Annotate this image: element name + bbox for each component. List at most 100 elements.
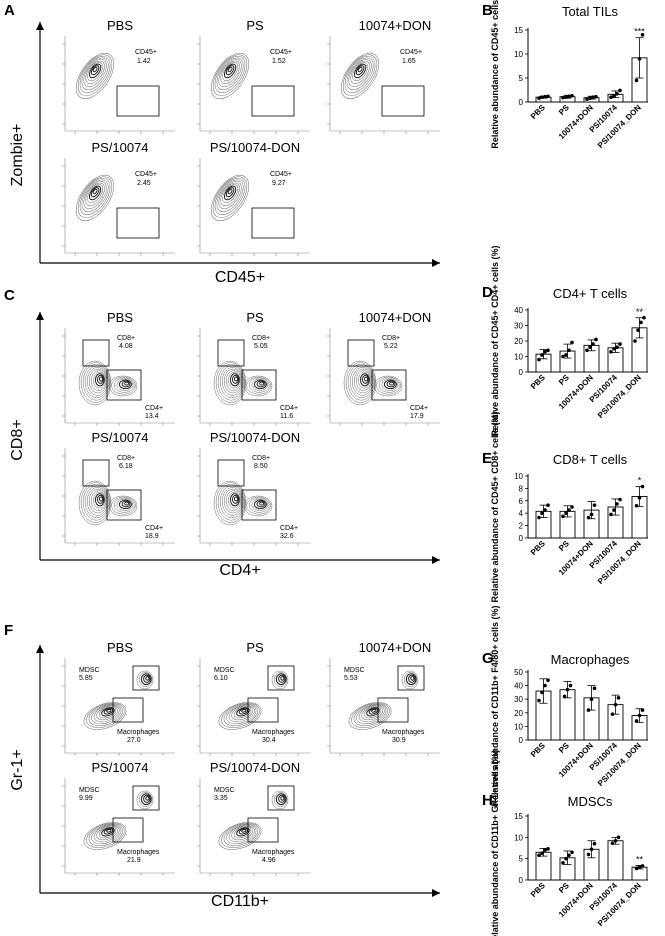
density-contour <box>78 480 112 526</box>
density-contour <box>83 822 127 850</box>
data-point <box>613 702 618 707</box>
density-contour <box>218 702 262 730</box>
y-tick-label: 0 <box>519 98 524 107</box>
data-point <box>537 853 541 858</box>
flow-plot-title: 10074+DON <box>359 18 432 33</box>
density-contour <box>91 370 107 391</box>
x-axis-label: CD45+ <box>215 269 265 286</box>
category-label: PS <box>557 103 571 117</box>
data-point <box>585 97 589 101</box>
flow-plot-title: PBS <box>107 18 133 33</box>
data-point <box>543 350 547 354</box>
data-point <box>640 33 645 37</box>
density-contour <box>75 174 115 222</box>
density-contour <box>361 706 383 721</box>
data-point <box>561 861 565 865</box>
data-point <box>609 95 613 99</box>
density-contour <box>357 66 363 73</box>
density-contour <box>344 56 376 94</box>
data-point <box>586 515 591 520</box>
density-contour <box>348 59 372 88</box>
density-contour <box>350 60 370 85</box>
data-point <box>589 847 594 852</box>
density-contour <box>111 376 136 395</box>
gate-value: 5.53 <box>344 675 358 682</box>
gate-label: Macrophages <box>252 849 295 856</box>
data-point <box>537 357 541 362</box>
gate-value: 6.18 <box>119 463 133 470</box>
density-contour <box>223 703 258 726</box>
gate-value: 18.9 <box>145 533 159 540</box>
density-contour <box>248 497 270 513</box>
density-contour <box>259 381 265 386</box>
y-tick-label: 0 <box>519 534 524 543</box>
density-contour <box>376 376 401 395</box>
density-contour <box>225 187 235 198</box>
density-contour <box>77 176 113 219</box>
flow-plot-title: PS/10074 <box>91 140 148 155</box>
y-axis-label: Relative abundance of CD11b+ F4/80+ cell… <box>490 605 500 806</box>
y-tick-label: 30 <box>514 322 523 331</box>
data-point <box>637 57 642 61</box>
data-point <box>586 708 591 712</box>
density-contour <box>248 377 270 393</box>
density-contour <box>221 702 260 728</box>
gate-label: Macrophages <box>117 849 160 856</box>
data-point <box>543 683 547 688</box>
density-contour <box>231 374 239 384</box>
density-contour <box>359 373 370 387</box>
data-point <box>616 696 621 700</box>
data-point <box>570 340 574 345</box>
density-contour <box>351 367 373 396</box>
gate-value: 6.10 <box>214 675 228 682</box>
gate-value: 27.0 <box>127 737 141 744</box>
category-label: PS/10074_DON <box>596 741 643 788</box>
density-contour <box>243 495 273 517</box>
data-point <box>588 345 592 350</box>
panel-letter: G <box>482 650 494 667</box>
density-contour <box>78 360 112 406</box>
gate-box <box>397 665 425 691</box>
density-contour <box>83 702 127 730</box>
data-point <box>564 353 568 357</box>
density-contour <box>83 59 107 88</box>
chart-title: CD4+ T cells <box>553 286 628 301</box>
gate-value: 4.08 <box>119 343 133 350</box>
x-axis-arrow <box>432 889 440 897</box>
data-point <box>634 503 639 508</box>
gate-box <box>267 785 295 811</box>
density-contour <box>86 367 108 396</box>
density-contour <box>91 704 122 724</box>
density-contour <box>138 792 153 808</box>
density-contour <box>93 705 120 723</box>
density-contour <box>366 707 380 717</box>
y-tick-label: 8 <box>519 484 524 493</box>
gate-box <box>377 697 409 723</box>
data-point <box>615 92 619 96</box>
data-point <box>585 348 589 353</box>
gate-label: CD4+ <box>280 405 298 412</box>
density-contour <box>80 362 111 403</box>
category-label: PBS <box>529 881 547 899</box>
density-contour <box>121 380 131 388</box>
density-contour <box>101 707 115 717</box>
density-contour <box>75 52 115 100</box>
data-point <box>567 348 571 353</box>
density-contour <box>227 188 233 195</box>
density-contour <box>217 363 245 401</box>
density-contour <box>353 63 367 79</box>
data-point <box>615 502 619 506</box>
density-contour <box>228 825 255 843</box>
density-contour <box>94 373 105 387</box>
data-point <box>568 683 573 688</box>
gate-value: 9.99 <box>79 795 93 802</box>
category-label: PBS <box>529 741 547 759</box>
density-contour <box>386 380 396 388</box>
density-contour <box>340 52 380 100</box>
density-contour <box>96 826 118 841</box>
y-axis-label: Zombie+ <box>9 124 26 187</box>
